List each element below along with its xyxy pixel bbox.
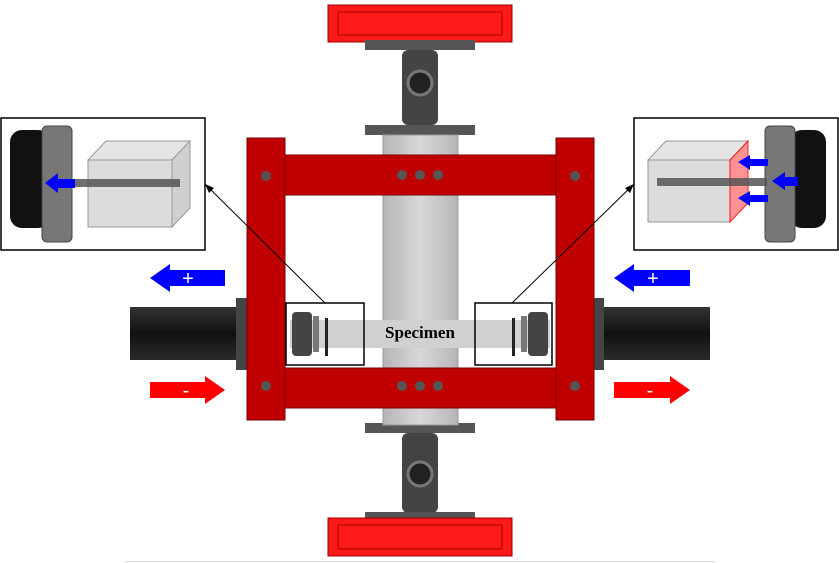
left-grip: [292, 312, 328, 356]
left-minus-arrow: -: [150, 376, 225, 404]
right-grip: [512, 312, 548, 356]
right-leader-line: [511, 183, 635, 304]
top-actuator: [327, 4, 513, 135]
push-arrow-icon: [45, 173, 75, 193]
right-plus-arrow: +: [614, 264, 690, 292]
specimen-label: Specimen: [385, 323, 455, 342]
push-arrow-icon: [738, 155, 768, 170]
push-arrow-icon: [738, 191, 768, 206]
left-actuator: [130, 298, 248, 370]
right-minus-arrow: -: [614, 376, 690, 404]
bottom-actuator: [327, 423, 513, 557]
right-inset: [633, 117, 839, 251]
left-inset: [0, 117, 206, 251]
right-actuator: [592, 298, 710, 370]
specimen-bar: [290, 320, 550, 348]
left-leader-line: [204, 183, 326, 304]
right-detail-box: [474, 302, 553, 366]
svg-text:-: -: [647, 380, 654, 402]
svg-text:-: -: [183, 380, 190, 402]
loading-frame: [246, 137, 595, 421]
push-arrow-icon: [772, 172, 798, 190]
svg-text:+: +: [647, 268, 659, 290]
svg-text:+: +: [182, 268, 194, 290]
left-plus-arrow: +: [150, 264, 225, 292]
